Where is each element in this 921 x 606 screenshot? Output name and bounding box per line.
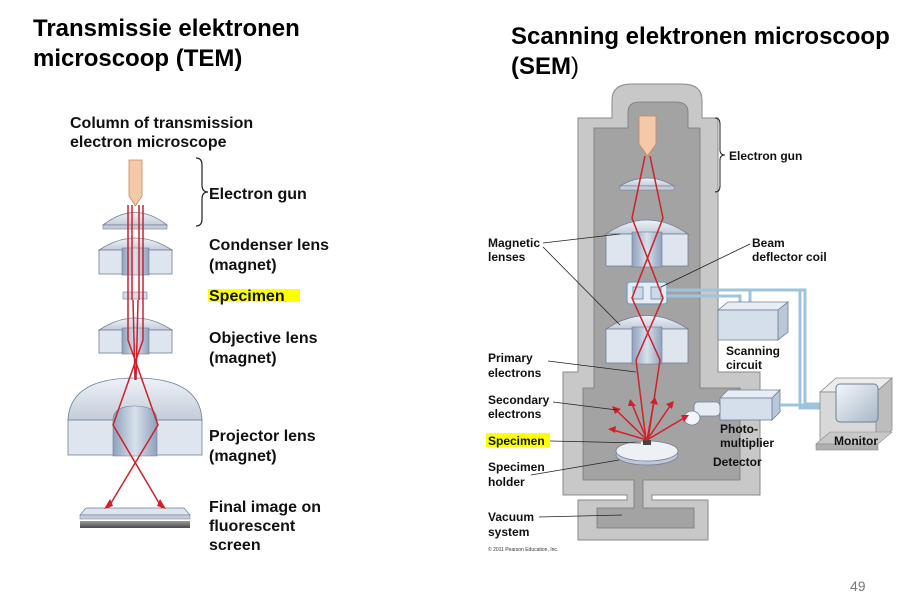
sem-primary-label-1: Primary	[488, 351, 533, 365]
tem-electron-beam	[107, 205, 163, 509]
tem-column-label-1: Column of transmission	[70, 115, 253, 132]
tem-specimen	[122, 291, 148, 300]
sem-leader-lines	[530, 233, 751, 518]
sem-magnetic-label-1: Magnetic	[488, 236, 540, 250]
sem-beam-label-2: deflector coil	[752, 250, 827, 264]
tem-title-line2: microscoop (TEM)	[33, 45, 243, 72]
tem-projector-label-2: (magnet)	[209, 448, 277, 465]
tem-projector-lens	[67, 377, 203, 457]
sem-electron-gun	[638, 115, 657, 157]
slide-number: 49	[850, 578, 866, 594]
sem-specimen	[643, 440, 651, 445]
sem-specimen-label: Specimen	[488, 434, 545, 448]
sem-photomultiplier	[683, 389, 820, 426]
sem-electron-gun-label: Electron gun	[729, 149, 802, 163]
sem-title-paren: )	[571, 53, 579, 80]
tem-column-label-2: electron microscope	[70, 134, 227, 151]
sem-scanning-label-2: circuit	[726, 358, 762, 372]
sem-title-text: Scanning elektronen microscoop (SEM	[511, 23, 890, 80]
tem-condenser-label-1: Condenser lens	[209, 237, 329, 254]
sem-monitor-label: Monitor	[834, 434, 878, 448]
sem-title: Scanning elektronen microscoop (SEM)	[511, 22, 911, 82]
sem-magnetic-label-2: lenses	[488, 250, 526, 264]
tem-projector-label-1: Projector lens	[209, 428, 316, 445]
tem-condenser-lens	[97, 237, 174, 276]
tem-diagram: Column of transmission electron microsco…	[67, 115, 329, 554]
tem-final-label-2: fluorescent	[209, 518, 296, 535]
tem-final-label-1: Final image on	[209, 499, 321, 516]
sem-electron-beam	[631, 155, 664, 441]
sem-secondary-label-2: electrons	[488, 407, 542, 421]
sem-vacuum-label-2: system	[488, 525, 529, 539]
sem-specimen-highlight	[486, 433, 550, 447]
sem-monitor	[815, 377, 894, 451]
sem-photo-label-1: Photo-	[720, 422, 758, 436]
tem-gun-bracket	[195, 157, 209, 227]
sem-specimen-holder	[615, 440, 679, 466]
sem-gun-bracket	[714, 117, 726, 193]
tem-objective-lens	[97, 317, 174, 355]
tem-electron-gun	[101, 159, 169, 230]
tem-title: Transmissie elektronen microscoop (TEM)	[33, 14, 333, 74]
tem-objective-label-2: (magnet)	[209, 350, 277, 367]
sem-diagram: Electron gun	[486, 83, 894, 553]
sem-detector-label: Detector	[713, 455, 762, 469]
sem-housing-inner	[582, 101, 741, 529]
tem-specimen-label: Specimen	[209, 288, 285, 305]
sem-scanning-circuit	[716, 301, 790, 341]
tem-electron-gun-label: Electron gun	[209, 186, 307, 203]
sem-secondary-electrons	[612, 401, 685, 441]
sem-photo-label-2: multiplier	[720, 436, 774, 450]
sem-scanning-label-1: Scanning	[726, 344, 780, 358]
sem-deflector-coil	[626, 281, 668, 305]
sem-holder-label-1: Specimen	[488, 460, 545, 474]
sem-beam-label-1: Beam	[752, 236, 785, 250]
tem-title-line1: Transmissie elektronen	[33, 15, 300, 42]
sem-vacuum-label-1: Vacuum	[488, 510, 534, 524]
tem-fluorescent-screen	[79, 507, 191, 528]
tem-beam-arrows	[104, 499, 166, 509]
sem-anode-base	[619, 185, 675, 191]
sem-copyright: © 2011 Pearson Education, Inc.	[488, 546, 558, 553]
tem-condenser-label-2: (magnet)	[209, 257, 277, 274]
tem-objective-label-1: Objective lens	[209, 330, 318, 347]
tem-final-label-3: screen	[209, 537, 261, 554]
tem-specimen-highlight	[208, 289, 300, 302]
sem-holder-label-2: holder	[488, 475, 525, 489]
sem-secondary-label-1: Secondary	[488, 393, 550, 407]
sem-primary-label-2: electrons	[488, 366, 542, 380]
